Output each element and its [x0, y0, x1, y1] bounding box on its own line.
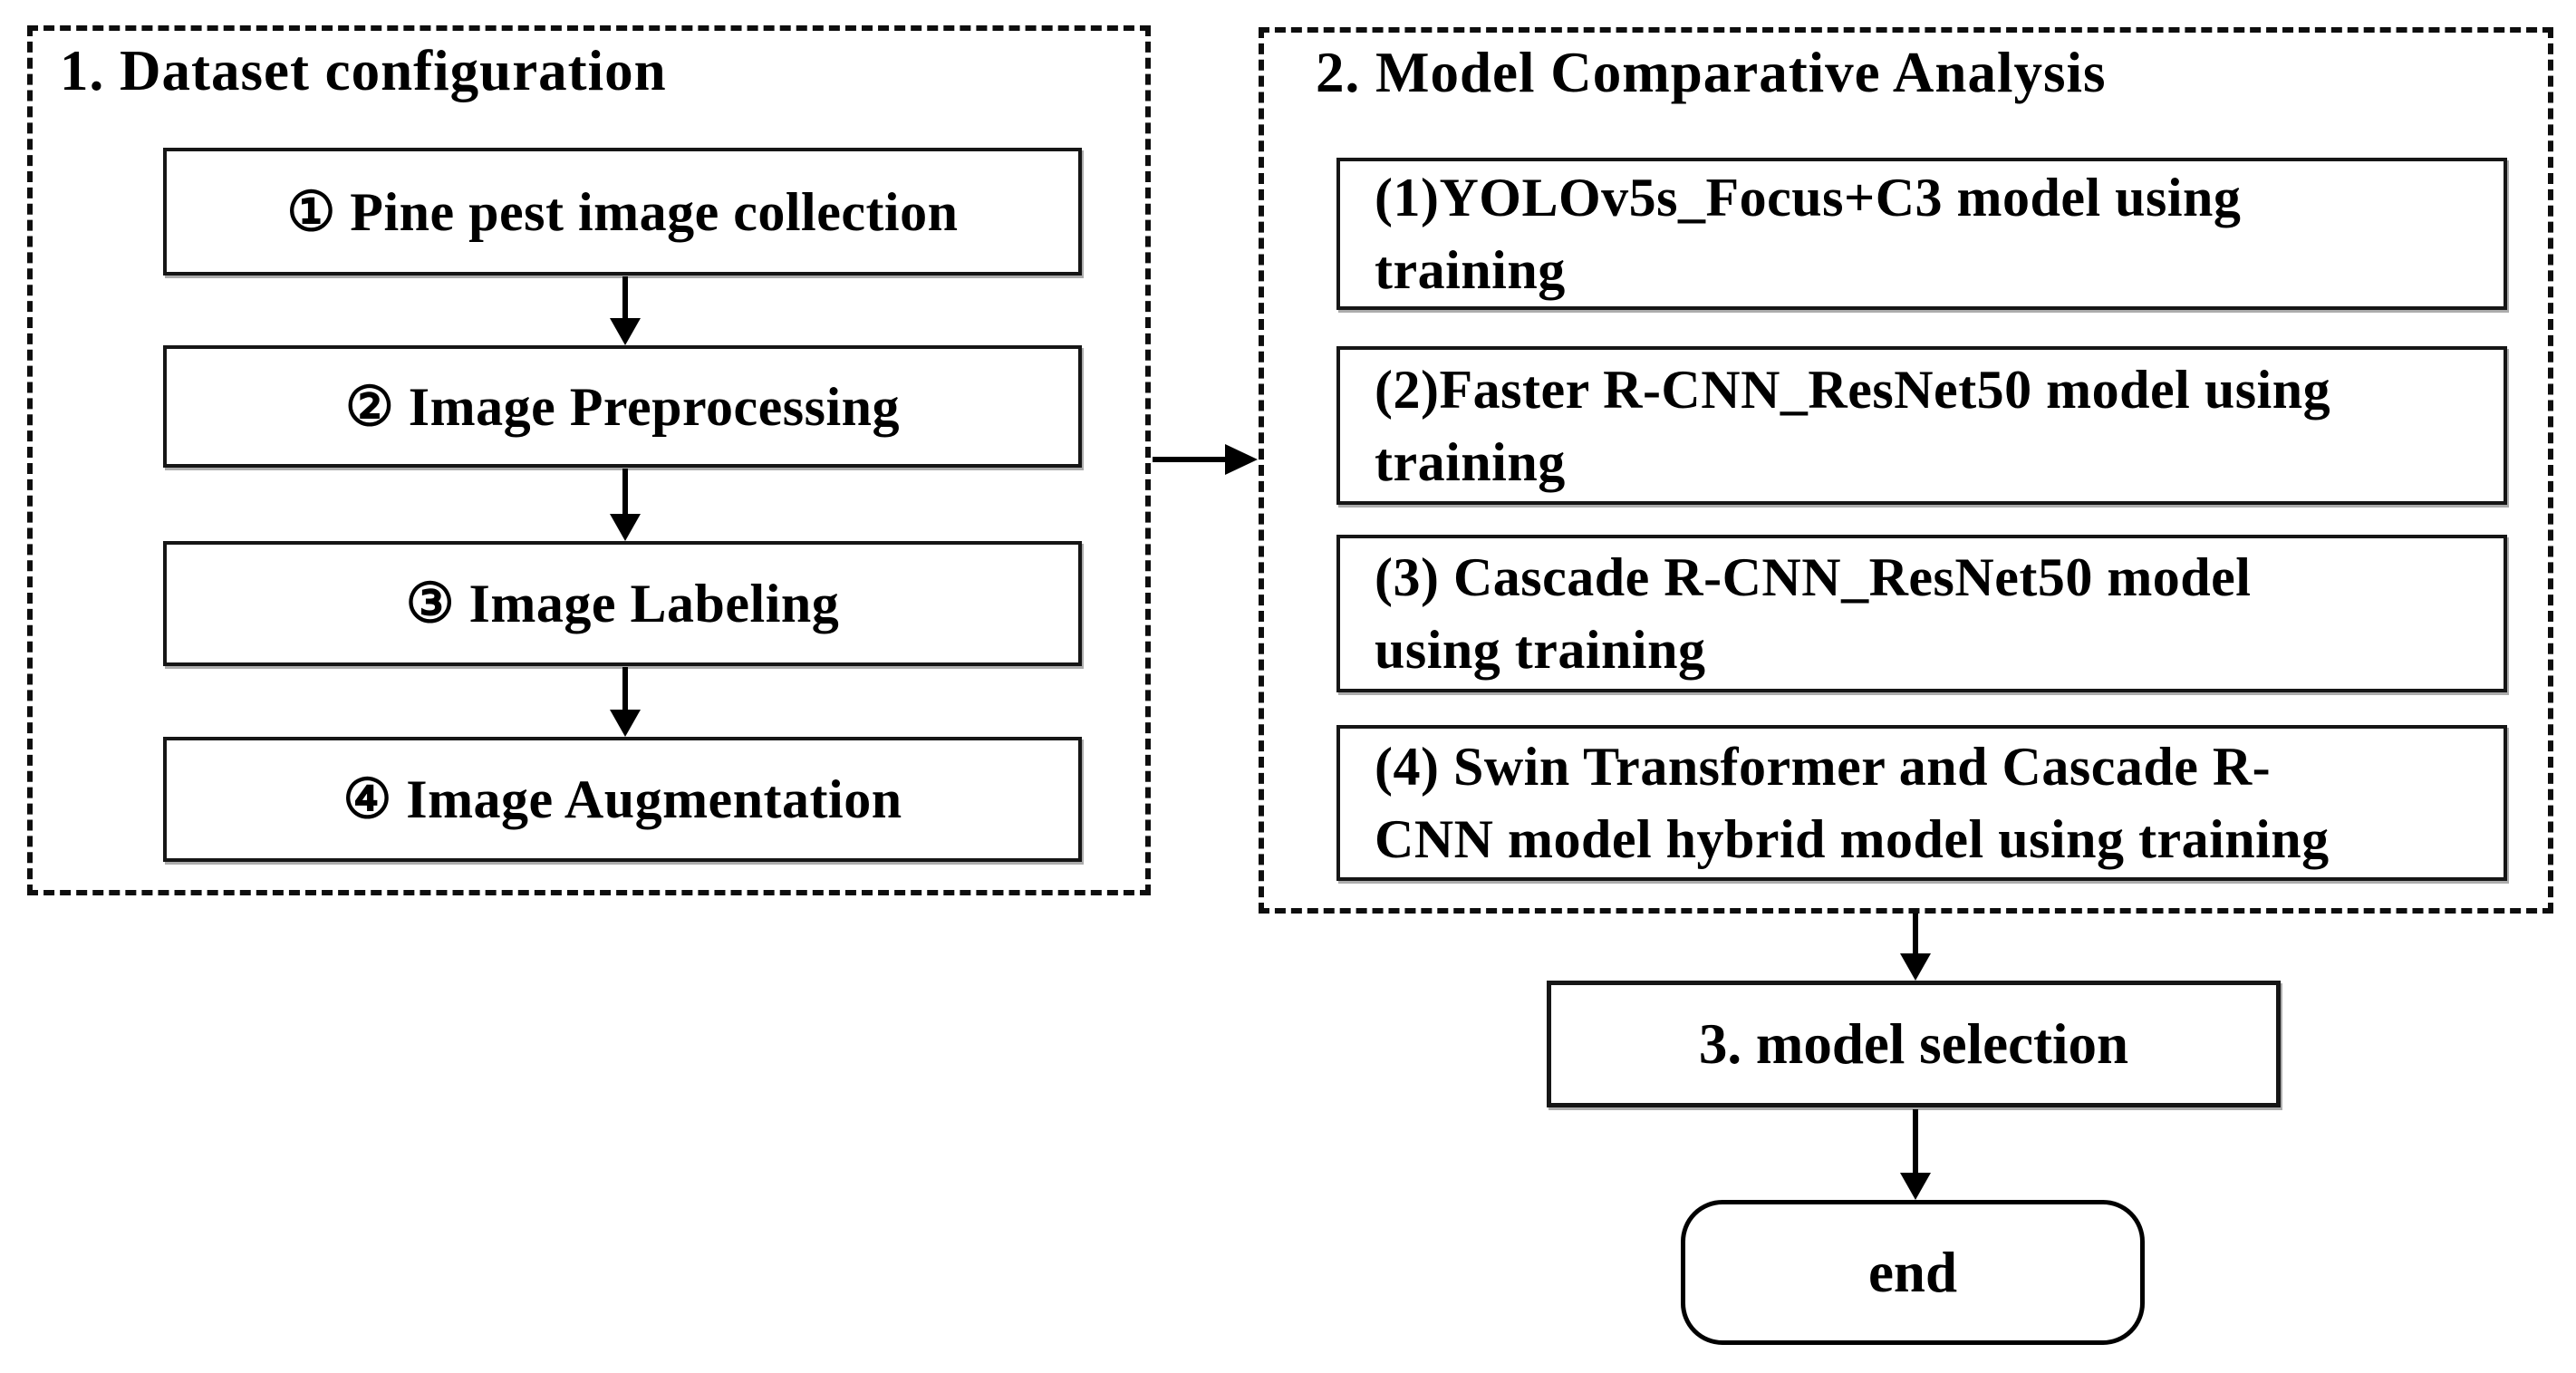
- arrow-head-down-icon: [1900, 1173, 1931, 1200]
- arrow-stem: [622, 667, 628, 711]
- box-yolov5s-model: (1)YOLOv5s_Focus+C3 model using training: [1336, 158, 2507, 310]
- arrow-stem: [622, 469, 628, 516]
- box-model-selection: 3. model selection: [1547, 981, 2281, 1107]
- box-cascade-rcnn-model: (3) Cascade R-CNN_ResNet50 model using t…: [1336, 535, 2507, 692]
- arrow-stem: [1913, 914, 1918, 955]
- box-image-labeling: ③ Image Labeling: [163, 541, 1082, 666]
- model-comparative-analysis-panel: [1259, 27, 2553, 914]
- arrow-stem: [622, 276, 628, 320]
- box-end: end: [1681, 1200, 2145, 1345]
- models-panel-title: 2. Model Comparative Analysis: [1316, 41, 2107, 104]
- box-swin-transformer-model: (4) Swin Transformer and Cascade R- CNN …: [1336, 725, 2507, 881]
- arrow-head-right-icon: [1225, 444, 1258, 475]
- dataset-configuration-panel: [27, 25, 1151, 895]
- arrow-head-down-icon: [610, 514, 641, 541]
- box-image-preprocessing: ② Image Preprocessing: [163, 345, 1082, 468]
- arrow-stem: [1153, 457, 1229, 462]
- box-image-augmentation: ④ Image Augmentation: [163, 737, 1082, 862]
- box-faster-rcnn-model: (2)Faster R-CNN_ResNet50 model using tra…: [1336, 346, 2507, 505]
- box-pine-pest-image-collection: ① Pine pest image collection: [163, 148, 1082, 276]
- arrow-head-down-icon: [610, 710, 641, 737]
- dataset-panel-title: 1. Dataset configuration: [60, 39, 667, 102]
- arrow-stem: [1913, 1109, 1918, 1173]
- arrow-head-down-icon: [610, 318, 641, 345]
- arrow-head-down-icon: [1900, 953, 1931, 981]
